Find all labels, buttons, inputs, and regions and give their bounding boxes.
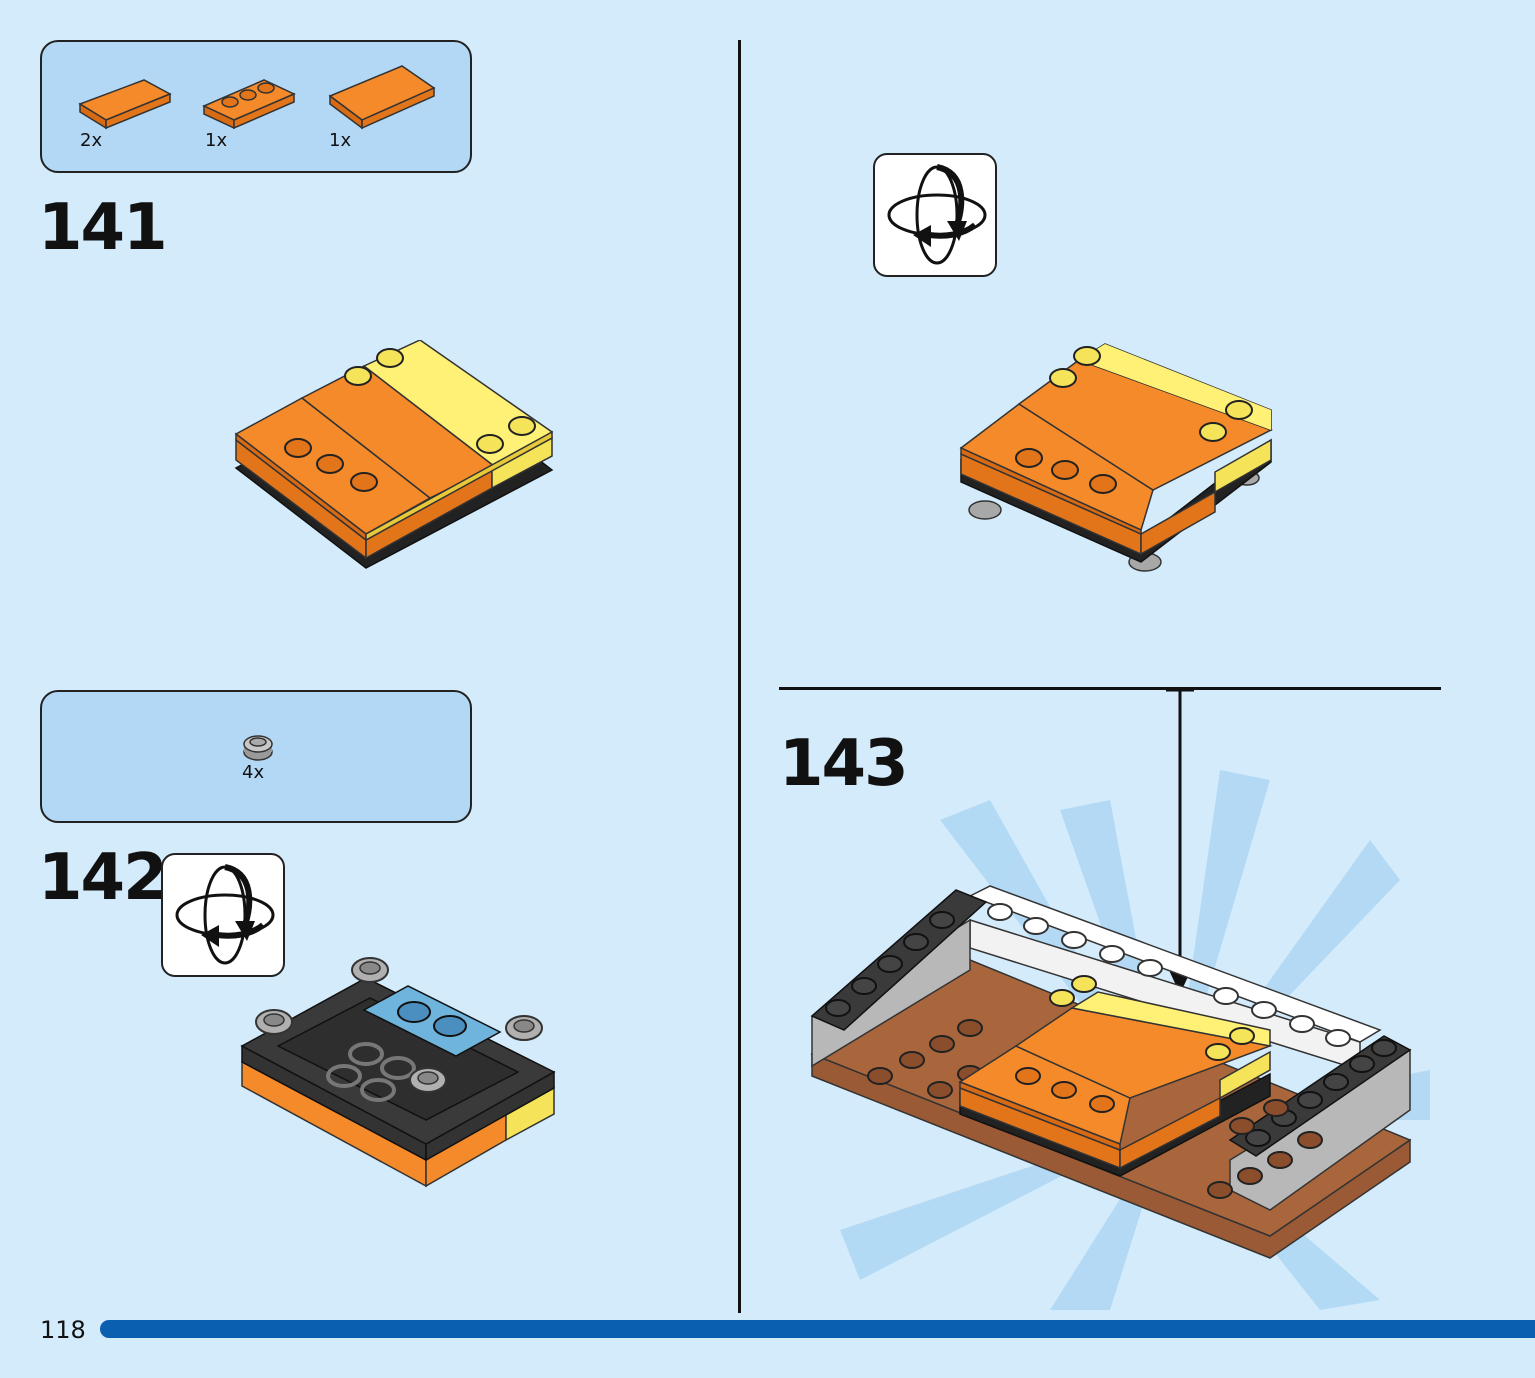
gray-round-plate-1x1-icon	[243, 735, 273, 761]
part-qty: 1x	[205, 130, 228, 151]
model-142-illustration	[240, 957, 556, 1188]
part-qty: 4x	[242, 762, 265, 783]
column-divider	[738, 40, 741, 1313]
rotate-model-icon	[873, 153, 997, 277]
model-143-illustration	[810, 690, 1430, 1310]
parts-callout-141: 2x 1x 1x	[40, 40, 472, 173]
orange-tile-2x2-icon	[328, 65, 436, 130]
step-number: 143	[779, 727, 909, 801]
parts-callout-142: 4x	[40, 690, 472, 823]
page-footer-bar	[100, 1320, 1535, 1338]
orange-plate-1x3-icon	[202, 79, 296, 130]
part-qty: 1x	[329, 130, 352, 151]
step-number: 141	[38, 191, 168, 265]
step-number: 142	[38, 841, 168, 915]
model-142-result-illustration	[959, 343, 1273, 572]
part-qty: 2x	[80, 130, 103, 151]
step-divider	[779, 687, 1441, 690]
page-number: 118	[40, 1316, 86, 1344]
model-141-illustration	[234, 340, 554, 569]
orange-tile-1x2-icon	[78, 79, 172, 130]
rotate-model-icon	[161, 853, 285, 977]
